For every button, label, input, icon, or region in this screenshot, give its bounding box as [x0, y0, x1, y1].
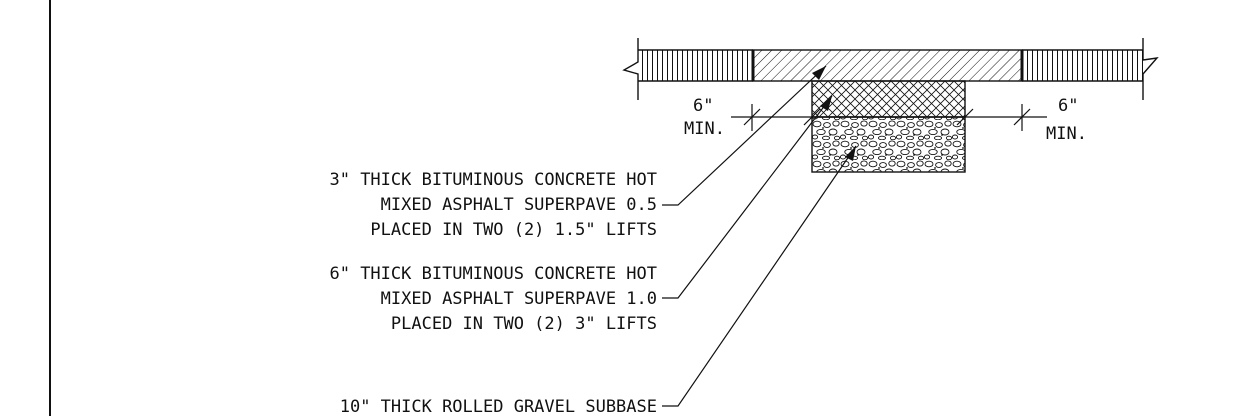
callout-gravel-subbase-line-1: 10" THICK ROLLED GRAVEL SUBBASE [340, 397, 657, 416]
existing-pavement-right [1022, 38, 1159, 100]
callout-top-course: 3" THICK BITUMINOUS CONCRETE HOT MIXED A… [329, 65, 827, 240]
callout-base-course-line-1: 6" THICK BITUMINOUS CONCRETE HOT [329, 264, 657, 284]
callout-base-course: 6" THICK BITUMINOUS CONCRETE HOT MIXED A… [329, 95, 833, 334]
dim-right-value: 6" [1058, 96, 1078, 116]
leader-line-top-course [662, 65, 827, 206]
callout-top-course-line-3: PLACED IN TWO (2) 1.5" LIFTS [370, 220, 657, 240]
dim-left-value: 6" [693, 96, 713, 116]
leader-arrow-base-course [820, 96, 832, 111]
dimension-line [731, 104, 1047, 131]
callout-top-course-line-1: 3" THICK BITUMINOUS CONCRETE HOT [329, 170, 657, 190]
top-course-layer [751, 49, 1024, 82]
break-line-right [1142, 38, 1159, 100]
base-course-layer [811, 80, 966, 118]
dim-right-suffix: MIN. [1046, 124, 1087, 144]
leader-line-base-course [662, 95, 833, 299]
gravel-subbase-layer [811, 116, 966, 173]
callout-base-course-line-3: PLACED IN TWO (2) 3" LIFTS [391, 314, 657, 334]
break-line-left [622, 38, 639, 100]
leader-arrow-top-course [812, 66, 826, 80]
leader-line-gravel-subbase [662, 145, 857, 407]
callout-gravel-subbase: 10" THICK ROLLED GRAVEL SUBBASE [340, 145, 857, 416]
callout-top-course-line-2: MIXED ASPHALT SUPERPAVE 0.5 [381, 195, 657, 215]
dim-left-suffix: MIN. [684, 119, 725, 139]
existing-pavement-left [622, 38, 753, 100]
leader-arrow-gravel-subbase [845, 146, 856, 161]
callout-base-course-line-2: MIXED ASPHALT SUPERPAVE 1.0 [381, 289, 657, 309]
